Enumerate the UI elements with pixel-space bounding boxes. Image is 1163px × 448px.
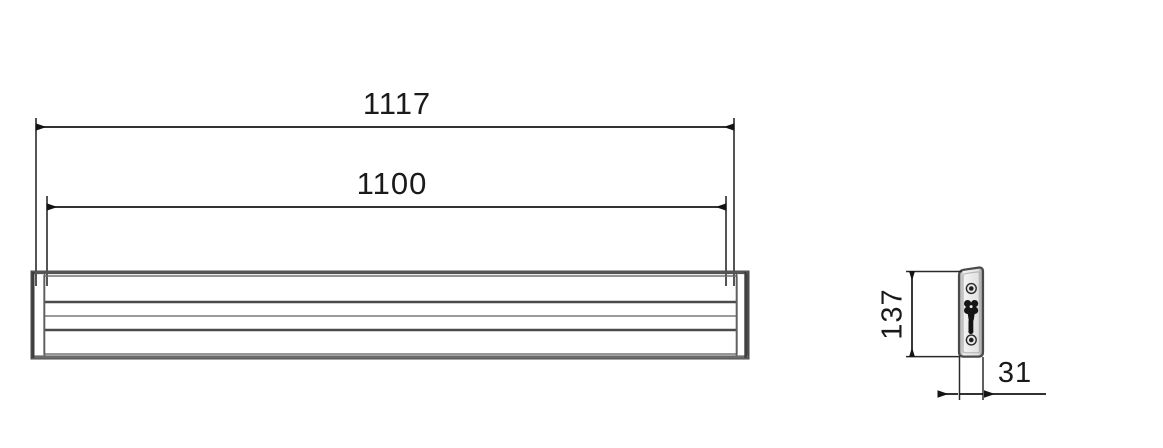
dimension-label-1117: 1117: [363, 86, 431, 121]
dimension-overall-length: 1117: [35, 86, 735, 131]
dimension-label-137: 137: [877, 288, 909, 339]
bracket-keyhole-slot: [964, 300, 979, 335]
dimension-bracket-width: 31: [937, 357, 1046, 398]
bracket-plate-inner-outline: [962, 271, 981, 354]
dimension-inner-length: 1100: [46, 166, 727, 211]
bracket-hole-top-bore: [969, 286, 974, 291]
bracket-hole-bottom-bore: [969, 337, 974, 343]
extension-lines-bracket-view: [906, 270, 984, 400]
extension-lines-front-view: [35, 118, 735, 286]
dimension-label-31: 31: [998, 357, 1032, 389]
front-elevation-rail: [30, 270, 750, 360]
side-view-bracket: [957, 266, 985, 358]
dimension-label-1100: 1100: [357, 166, 428, 201]
dimension-bracket-height: 137: [877, 271, 915, 358]
